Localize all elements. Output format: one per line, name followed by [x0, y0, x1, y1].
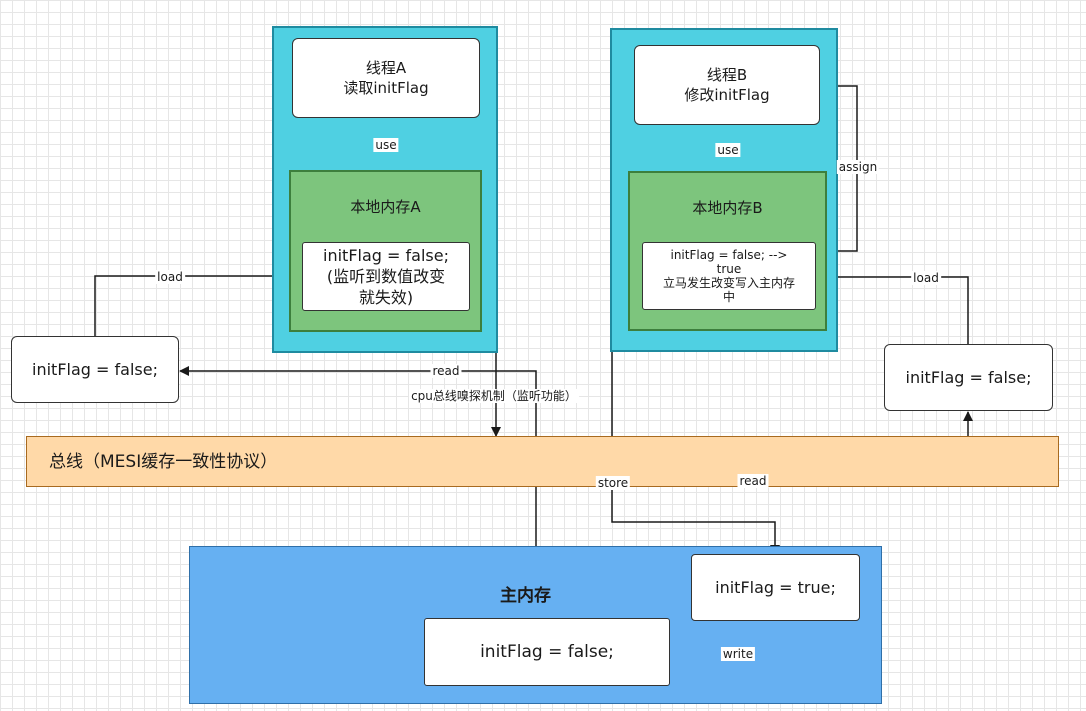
- load-left-arrow: [94, 271, 302, 336]
- local-var-a: initFlag = false; (监听到数值改变 就失效): [302, 242, 470, 311]
- use-a-label: use: [373, 138, 399, 152]
- load-left-label: load: [155, 270, 185, 284]
- thread-a-box: 线程A 读取initFlag: [292, 38, 480, 118]
- use-b-label: use: [715, 143, 741, 157]
- local-memory-a-title: 本地内存A: [350, 198, 421, 216]
- sniff-label: cpu总线嗅探机制（监听功能）: [409, 389, 579, 403]
- load-right-label: load: [911, 271, 941, 285]
- thread-b-box: 线程B 修改initFlag: [634, 45, 820, 125]
- local-memory-b-title: 本地内存B: [692, 199, 763, 217]
- write-label: write: [720, 647, 756, 661]
- bus: 总线（MESI缓存一致性协议）: [26, 436, 1059, 487]
- assign-label: assign: [836, 160, 880, 174]
- main-initflag-true: initFlag = true;: [691, 554, 860, 621]
- right-initflag-box: initFlag = false;: [884, 344, 1053, 411]
- read-right-label: read: [737, 474, 769, 488]
- left-initflag-box: initFlag = false;: [11, 336, 179, 403]
- bus-label: 总线（MESI缓存一致性协议）: [49, 451, 278, 472]
- local-var-b: initFlag = false; --> true 立马发生改变写入主内存 中: [642, 242, 816, 310]
- load-right-arrow: [816, 272, 969, 344]
- main-initflag-false: initFlag = false;: [424, 618, 670, 686]
- read-left-label: read: [430, 364, 462, 378]
- store-label: store: [595, 476, 631, 490]
- read-left-arrow: [179, 366, 537, 546]
- main-memory-title: 主内存: [500, 586, 551, 606]
